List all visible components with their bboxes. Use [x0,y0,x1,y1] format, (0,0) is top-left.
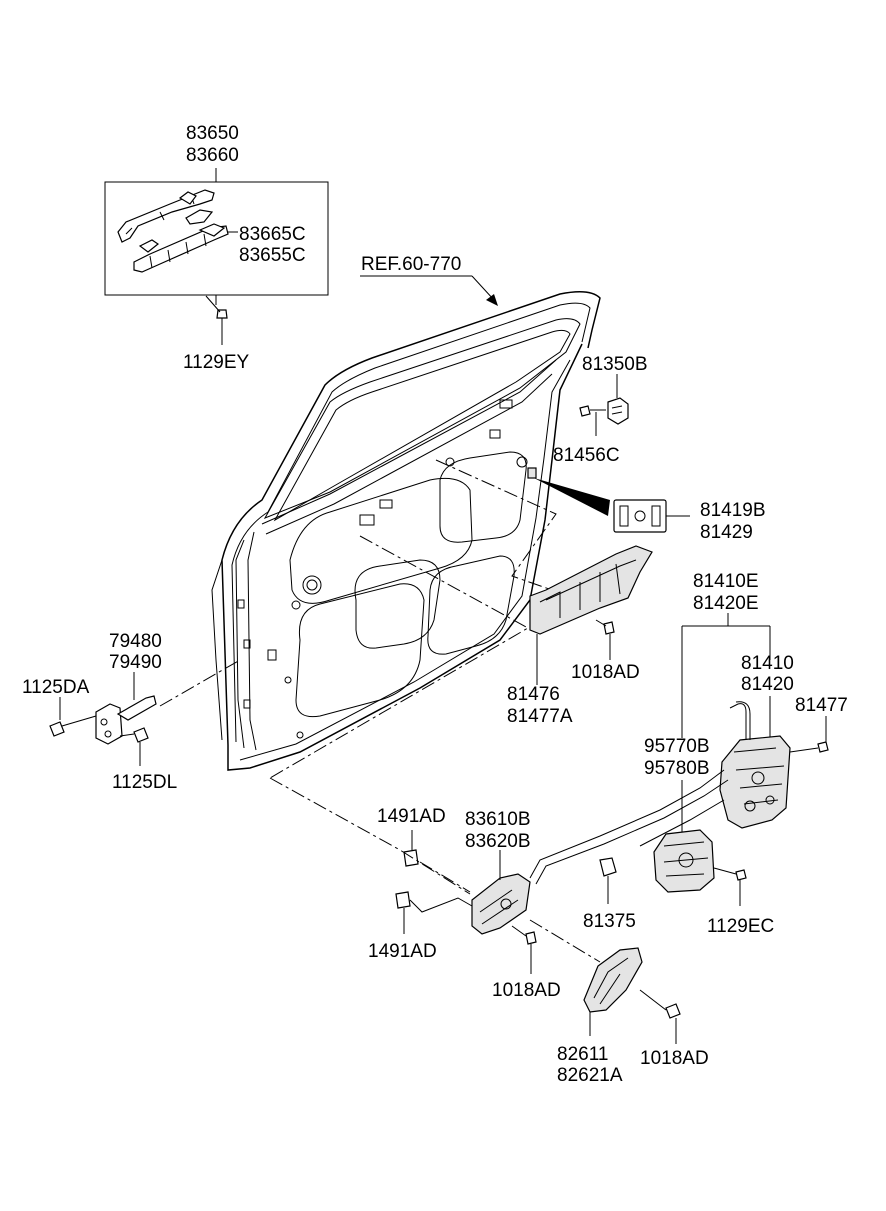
guide-lines [159,459,601,963]
label-81350b: 81350B [582,354,648,375]
label-1129ey: 1129EY [183,352,250,373]
label-83610b: 83610B [465,809,531,830]
exterior-handle-group [104,168,329,345]
label-81456c: 81456C [553,445,620,466]
door-checker [49,672,157,766]
ref-leader [360,275,498,306]
label-83620b: 83620B [465,831,531,852]
label-81375: 81375 [583,911,636,932]
label-81410: 81410 [741,653,794,674]
label-1491ad-lower: 1491AD [368,941,437,962]
label-1125da: 1125DA [22,677,90,698]
label-81419b: 81419B [700,500,766,521]
label-83655c: 83655C [239,245,306,266]
label-81410e: 81410E [693,571,759,592]
label-81476: 81476 [507,684,560,705]
bracket-81350b [579,374,629,436]
label-79480: 79480 [109,631,162,652]
label-1491ad-upper: 1491AD [377,806,446,827]
label-81429: 81429 [700,522,753,543]
label-81477: 81477 [795,695,848,716]
door-shell [211,291,601,771]
label-79490: 79490 [109,652,162,673]
label-95780b: 95780B [644,758,710,779]
label-1125dl: 1125DL [112,772,177,793]
part-labels: 83650 83660 83665C 83655C 1129EY REF.60-… [22,123,848,1086]
plate-81419b [534,478,690,533]
label-81420: 81420 [741,674,794,695]
label-1129ec: 1129EC [707,916,774,937]
label-83650: 83650 [186,123,239,144]
cover-panel-81476 [529,545,653,685]
label-82611: 82611 [557,1044,608,1065]
label-81420e: 81420E [693,593,759,614]
label-1018ad-mid: 1018AD [492,980,561,1001]
label-1018ad-top: 1018AD [571,662,640,683]
label-83660: 83660 [186,145,239,166]
label-81477a: 81477A [507,706,573,727]
latch-assembly [529,613,829,906]
label-82621a: 82621A [557,1065,623,1086]
label-83665c: 83665C [239,224,306,245]
inner-handle-group [395,830,681,1044]
label-1018ad-bottom: 1018AD [640,1048,709,1069]
label-95770b: 95770B [644,736,710,757]
label-ref: REF.60-770 [361,254,461,275]
